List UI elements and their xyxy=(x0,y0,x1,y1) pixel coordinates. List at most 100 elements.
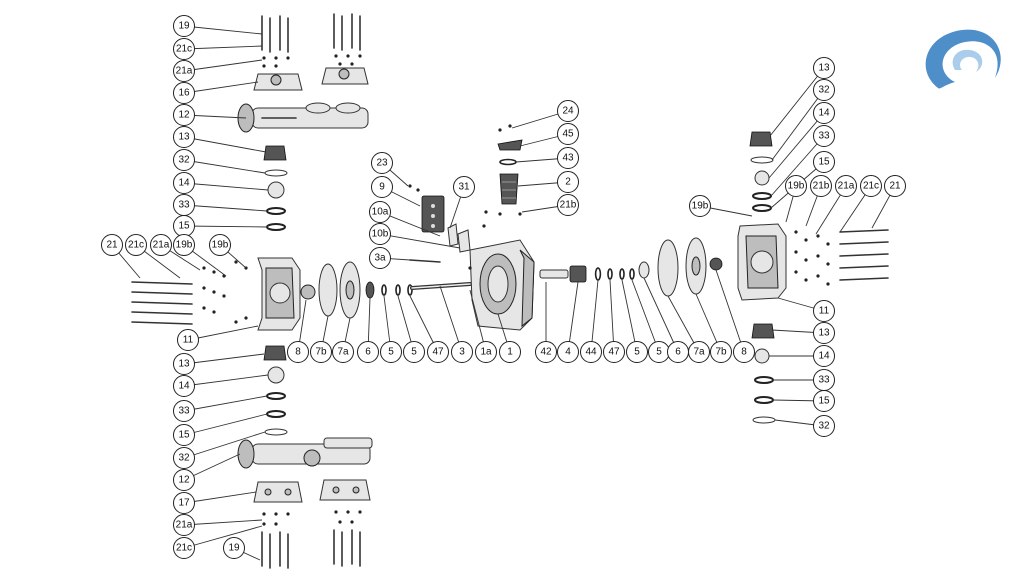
callout-label: 19 xyxy=(228,543,240,554)
callout-circle xyxy=(369,223,391,245)
callout-label: 5 xyxy=(656,347,662,358)
leader-line xyxy=(771,89,825,161)
callout-21a: 21a xyxy=(173,60,195,82)
callout-label: 13 xyxy=(178,132,190,143)
callout-label: 7b xyxy=(715,347,727,358)
right-chamber-assembly xyxy=(539,131,889,424)
callout-5: 5 xyxy=(380,341,402,363)
callout-11: 11 xyxy=(177,329,199,351)
callout-label: 1a xyxy=(480,347,492,358)
callout-label: 21b xyxy=(813,181,830,192)
callout-label: 3a xyxy=(374,253,386,264)
leader-line xyxy=(183,159,266,174)
callout-label: 24 xyxy=(562,106,574,117)
callout-21c: 21c xyxy=(860,175,882,197)
callout-circle xyxy=(150,234,172,256)
callout-circle xyxy=(813,79,835,101)
leader-line xyxy=(187,325,259,341)
callout-label: 47 xyxy=(608,347,620,358)
callout-33: 33 xyxy=(173,194,195,216)
callout-label: 14 xyxy=(178,178,190,189)
callout-circle xyxy=(710,341,732,363)
callout-circle xyxy=(209,234,231,256)
callout-label: 33 xyxy=(178,406,190,417)
callout-label: 5 xyxy=(411,347,417,358)
callout-circle xyxy=(173,514,195,536)
callout-15: 15 xyxy=(173,424,195,446)
leader-line xyxy=(439,285,463,353)
callout-circle xyxy=(813,345,835,367)
callout-5: 5 xyxy=(626,341,648,363)
callout-13: 13 xyxy=(173,126,195,148)
callout-circle xyxy=(173,400,195,422)
left-chamber-assembly xyxy=(131,257,472,331)
callout-label: 44 xyxy=(585,347,597,358)
callout-14: 14 xyxy=(813,345,835,367)
callout-label: 16 xyxy=(178,88,190,99)
callout-15: 15 xyxy=(173,215,195,237)
callout-circle xyxy=(380,341,402,363)
callout-circle xyxy=(173,353,195,375)
callout-10b: 10b xyxy=(369,223,391,245)
callout-label: 32 xyxy=(178,453,190,464)
callout-label: 4 xyxy=(565,347,571,358)
callout-label: 21a xyxy=(176,66,193,77)
callout-label: 33 xyxy=(178,200,190,211)
callout-8: 8 xyxy=(287,341,309,363)
leader-line xyxy=(621,279,638,353)
callout-circle xyxy=(813,415,835,437)
callout-23: 23 xyxy=(371,152,393,174)
leader-line xyxy=(769,67,825,137)
leader-line xyxy=(183,136,267,153)
center-block-assembly xyxy=(408,124,535,331)
callout-3a: 3a xyxy=(369,247,391,269)
callout-circle xyxy=(173,537,195,559)
callout-circle xyxy=(173,375,195,397)
leader-line xyxy=(183,431,266,459)
leader-line xyxy=(183,59,263,72)
callout-21b: 21b xyxy=(557,194,579,216)
leader-line xyxy=(183,182,269,191)
callout-label: 32 xyxy=(818,85,830,96)
callout-circle xyxy=(427,341,449,363)
callout-6: 6 xyxy=(357,341,379,363)
callout-circle xyxy=(813,151,835,173)
callout-circle xyxy=(884,175,906,197)
callout-label: 45 xyxy=(562,129,574,140)
callout-19: 19 xyxy=(173,15,195,37)
callout-32: 32 xyxy=(813,79,835,101)
callout-15: 15 xyxy=(813,151,835,173)
callout-21a: 21a xyxy=(835,175,857,197)
callout-circle xyxy=(173,469,195,491)
leader-line xyxy=(768,112,825,179)
leader-line xyxy=(183,45,263,50)
callout-14: 14 xyxy=(173,375,195,397)
callout-4: 4 xyxy=(557,341,579,363)
callout-circle xyxy=(173,149,195,171)
leader-line xyxy=(183,413,268,436)
callout-label: 12 xyxy=(178,475,190,486)
callout-2: 2 xyxy=(557,171,579,193)
callout-43: 43 xyxy=(557,147,579,169)
leader-line xyxy=(567,281,579,353)
callout-21b: 21b xyxy=(810,175,832,197)
callout-circle xyxy=(626,341,648,363)
callout-label: 33 xyxy=(818,131,830,142)
callout-19b: 19b xyxy=(785,175,807,197)
callout-circle xyxy=(357,341,379,363)
callout-label: 19 xyxy=(178,21,190,32)
callout-label: 7a xyxy=(337,347,349,358)
callout-42: 42 xyxy=(535,341,557,363)
callout-label: 47 xyxy=(432,347,444,358)
leader-line xyxy=(631,279,660,353)
callout-label: 14 xyxy=(818,351,830,362)
callout-circle xyxy=(499,341,521,363)
callout-label: 3 xyxy=(459,347,465,358)
callout-circle xyxy=(173,492,195,514)
callout-label: 13 xyxy=(818,328,830,339)
callout-circle xyxy=(557,100,579,122)
callout-label: 7a xyxy=(693,347,705,358)
callout-label: 6 xyxy=(365,347,371,358)
callout-circle xyxy=(369,247,391,269)
